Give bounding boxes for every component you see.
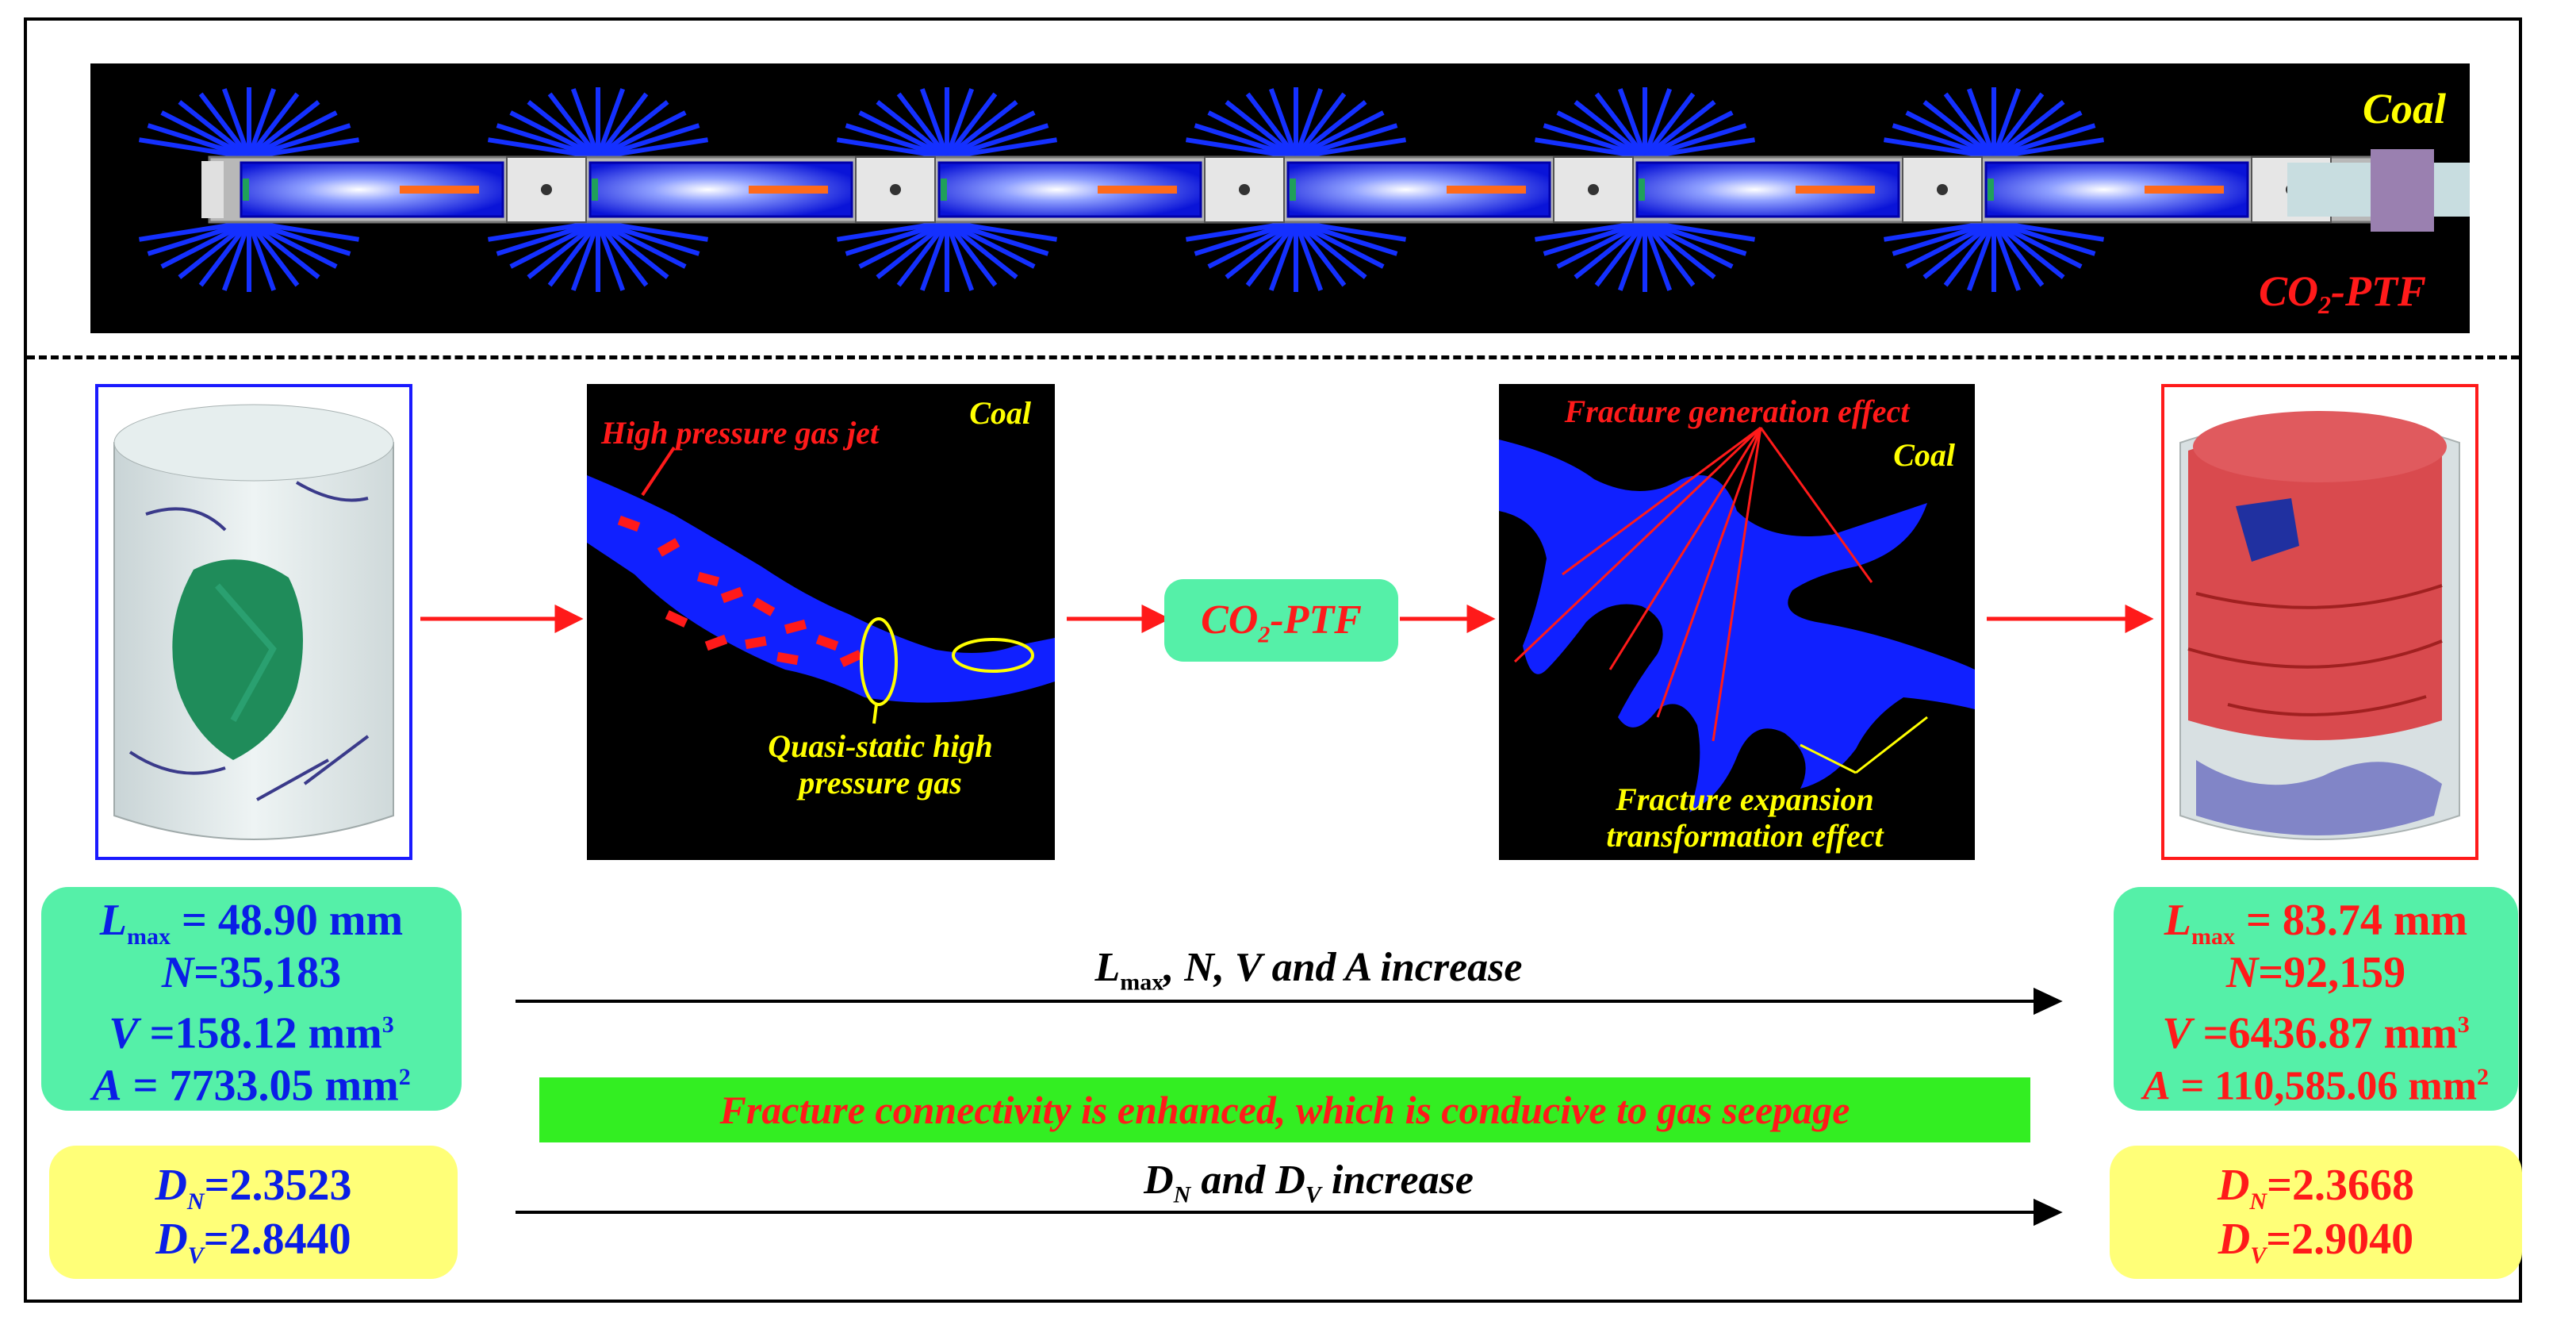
right-a: A = 110,585.06 mm2 bbox=[2142, 1063, 2490, 1109]
quasi-static-label-line1: Quasi-static high bbox=[768, 728, 992, 764]
left-n: N=35,183 bbox=[161, 948, 342, 997]
panel2-coal-label: Coal bbox=[969, 395, 1032, 431]
expansion-label-line1: Fracture expansion bbox=[1615, 781, 1874, 817]
left-dv: DV=2.8440 bbox=[155, 1215, 351, 1269]
quasi-static-label-line2: pressure gas bbox=[796, 765, 962, 801]
co2-ptf-tube-strip: Coal CO2-PTF bbox=[90, 63, 2482, 333]
ptf-rest-text: -PTF bbox=[1270, 597, 1362, 643]
section-divider bbox=[27, 355, 2519, 359]
fracture-effect-panel: Fracture generation effect Coal Fracture… bbox=[1499, 384, 1975, 860]
ptf-main-text: CO bbox=[1201, 597, 1259, 643]
left-fractal-box: DN=2.3523 DV=2.8440 bbox=[49, 1146, 458, 1279]
co2-ptf-box: CO2-PTF bbox=[1164, 579, 1398, 662]
initial-sample-image bbox=[95, 384, 412, 860]
expansion-label-line2: transformation effect bbox=[1606, 818, 1884, 854]
figure-frame bbox=[24, 17, 2522, 1303]
right-lmax: Lmax = 83.74 mm bbox=[2164, 896, 2468, 950]
right-dn: DN=2.3668 bbox=[2217, 1161, 2415, 1215]
right-n: N=92,159 bbox=[2225, 948, 2406, 997]
gas-jet-panel: Coal High pressure gas jet Quasi-static … bbox=[587, 384, 1055, 860]
connectivity-banner: Fracture connectivity is enhanced, which… bbox=[539, 1077, 2030, 1142]
left-a: A = 7733.05 mm2 bbox=[92, 1061, 411, 1111]
right-fractal-box: DN=2.3668 DV=2.9040 bbox=[2110, 1146, 2522, 1279]
left-v: V =158.12 mm3 bbox=[109, 1008, 394, 1058]
left-lmax: Lmax = 48.90 mm bbox=[99, 896, 404, 950]
panel3-coal-label: Coal bbox=[1893, 437, 1956, 473]
left-stats-box: Lmax = 48.90 mm N=35,183 V =158.12 mm3 A… bbox=[41, 887, 462, 1111]
generation-effect-label: Fracture generation effect bbox=[1564, 394, 1911, 429]
tube-illustration: Coal CO2-PTF bbox=[139, 85, 2482, 319]
ptf-sub-text: 2 bbox=[1258, 621, 1271, 648]
top-ptf-label: CO2-PTF bbox=[2259, 267, 2426, 319]
right-stats-box: Lmax = 83.74 mm N=92,159 V =6436.87 mm3 … bbox=[2114, 887, 2518, 1111]
right-dv: DV=2.9040 bbox=[2218, 1215, 2414, 1269]
fractured-sample-image bbox=[2161, 384, 2478, 860]
jet-label: High pressure gas jet bbox=[600, 415, 880, 451]
increase-label-1: Lmax, N, V and A increase bbox=[1094, 945, 1523, 996]
top-coal-label: Coal bbox=[2363, 85, 2446, 132]
right-v: V =6436.87 mm3 bbox=[2162, 1008, 2470, 1058]
increase-label-2: DN and DV increase bbox=[1144, 1158, 1474, 1208]
left-dn: DN=2.3523 bbox=[155, 1161, 352, 1215]
